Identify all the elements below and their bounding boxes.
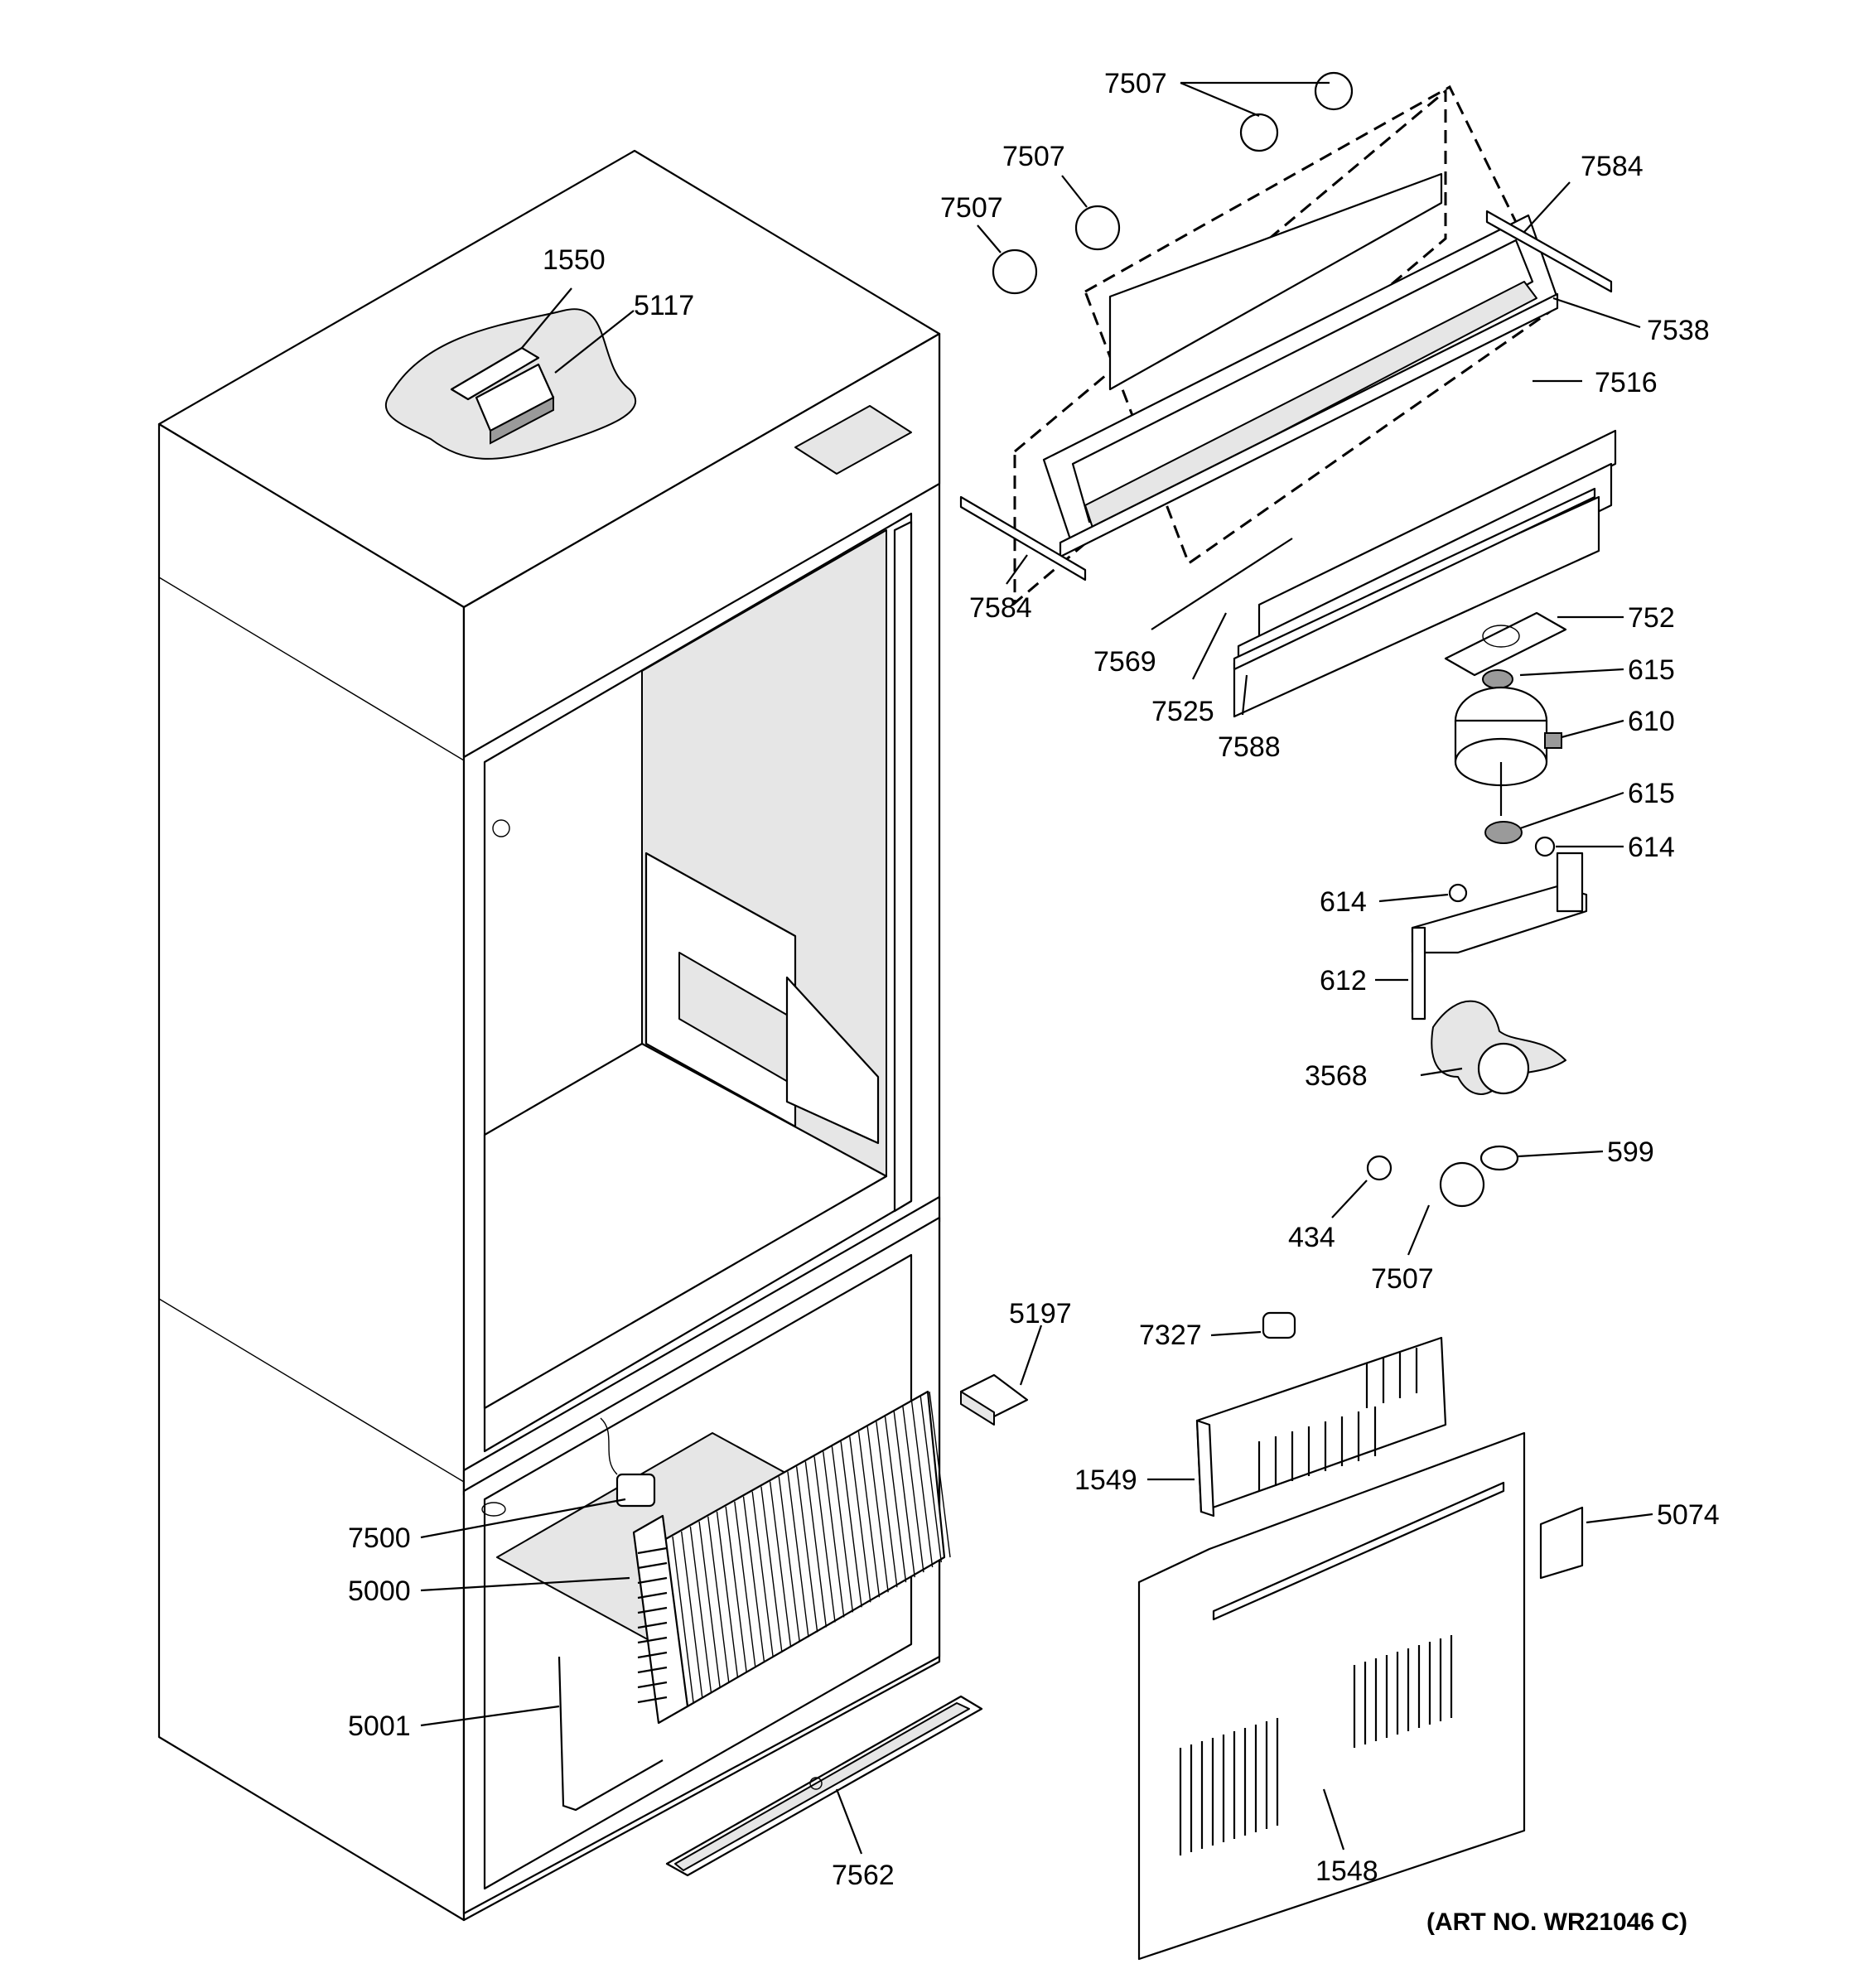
callout-7516: 7516	[1595, 367, 1658, 398]
access-panels	[1137, 1336, 1584, 1961]
callout-7507: 7507	[1002, 141, 1065, 172]
drier-tube	[558, 1656, 664, 1812]
callout-615: 615	[1628, 778, 1675, 809]
callout-1550: 1550	[543, 244, 606, 276]
callout-labels: 7507 7507 7507 7584 7538 7516 1550 5117 …	[348, 68, 1720, 1891]
callout-7569: 7569	[1093, 646, 1156, 678]
callout-7538: 7538	[1647, 315, 1710, 346]
callout-610: 610	[1628, 706, 1675, 737]
art-number: (ART NO. WR21046 C)	[1426, 1908, 1687, 1936]
small-components	[959, 1311, 1296, 1426]
callout-614: 614	[1628, 832, 1675, 863]
callout-leaders	[420, 81, 1653, 1855]
callout-7507: 7507	[1371, 1263, 1434, 1295]
callout-7500: 7500	[348, 1522, 411, 1554]
callout-5117: 5117	[634, 290, 694, 321]
callout-7588: 7588	[1218, 731, 1281, 763]
callout-599: 599	[1607, 1136, 1654, 1168]
light-housing-assembly	[1013, 84, 1559, 606]
callout-7584: 7584	[969, 592, 1032, 624]
callout-7327: 7327	[1139, 1320, 1202, 1351]
drain-pan	[665, 1695, 983, 1877]
callout-615: 615	[1628, 654, 1675, 686]
callout-1548: 1548	[1315, 1855, 1378, 1887]
callout-7562: 7562	[832, 1860, 895, 1891]
callout-3568: 3568	[1305, 1060, 1368, 1092]
callout-5074: 5074	[1657, 1499, 1720, 1531]
callout-5197: 5197	[1009, 1298, 1072, 1329]
callout-5001: 5001	[348, 1711, 411, 1742]
condenser-coil	[632, 1390, 951, 1725]
compressor	[481, 1417, 656, 1517]
callout-1549: 1549	[1074, 1464, 1137, 1496]
callout-752: 752	[1628, 602, 1675, 634]
callout-612: 612	[1320, 965, 1367, 996]
callout-7525: 7525	[1151, 696, 1214, 727]
callout-614: 614	[1320, 886, 1367, 918]
trim-strips	[959, 210, 1613, 581]
callout-7507: 7507	[1104, 68, 1167, 99]
callout-434: 434	[1288, 1222, 1335, 1253]
light-bulb-icon	[992, 71, 1485, 1208]
control-panel	[1233, 429, 1617, 718]
callout-7584: 7584	[1581, 151, 1644, 182]
callout-7507: 7507	[940, 192, 1003, 224]
fan-assembly	[1366, 611, 1588, 1181]
callout-5000: 5000	[348, 1575, 411, 1607]
